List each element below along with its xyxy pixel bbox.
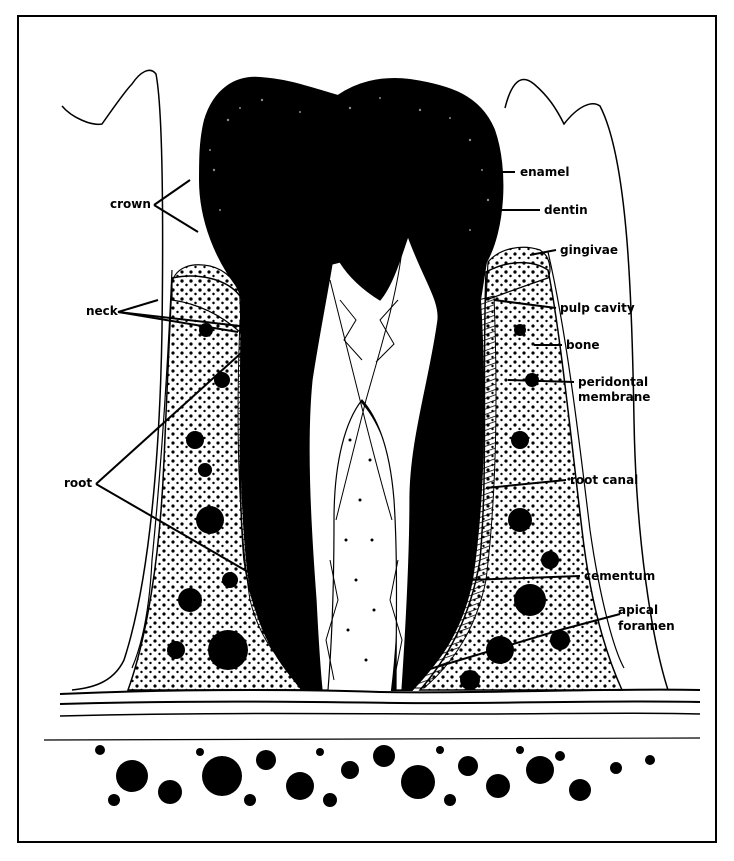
label-membrane: membrane bbox=[578, 390, 650, 404]
base-lines bbox=[44, 690, 700, 740]
label-crown: crown bbox=[110, 197, 151, 211]
label-gingivae: gingivae bbox=[560, 243, 618, 257]
label-root-canal: root canal bbox=[570, 473, 638, 487]
label-peridontal: peridontal bbox=[578, 375, 648, 389]
label-neck: neck bbox=[86, 304, 119, 318]
label-enamel: enamel bbox=[520, 165, 570, 179]
label-cementum: cementum bbox=[584, 569, 655, 583]
gum-outline-left bbox=[62, 70, 163, 690]
label-foramen: foramen bbox=[618, 619, 675, 633]
label-apical: apical bbox=[618, 603, 658, 617]
lower-bone bbox=[95, 745, 655, 807]
label-dentin: dentin bbox=[544, 203, 588, 217]
pulp-dots bbox=[345, 439, 376, 662]
label-root: root bbox=[64, 476, 92, 490]
label-pulp-cavity: pulp cavity bbox=[560, 301, 635, 315]
label-bone: bone bbox=[566, 338, 600, 352]
